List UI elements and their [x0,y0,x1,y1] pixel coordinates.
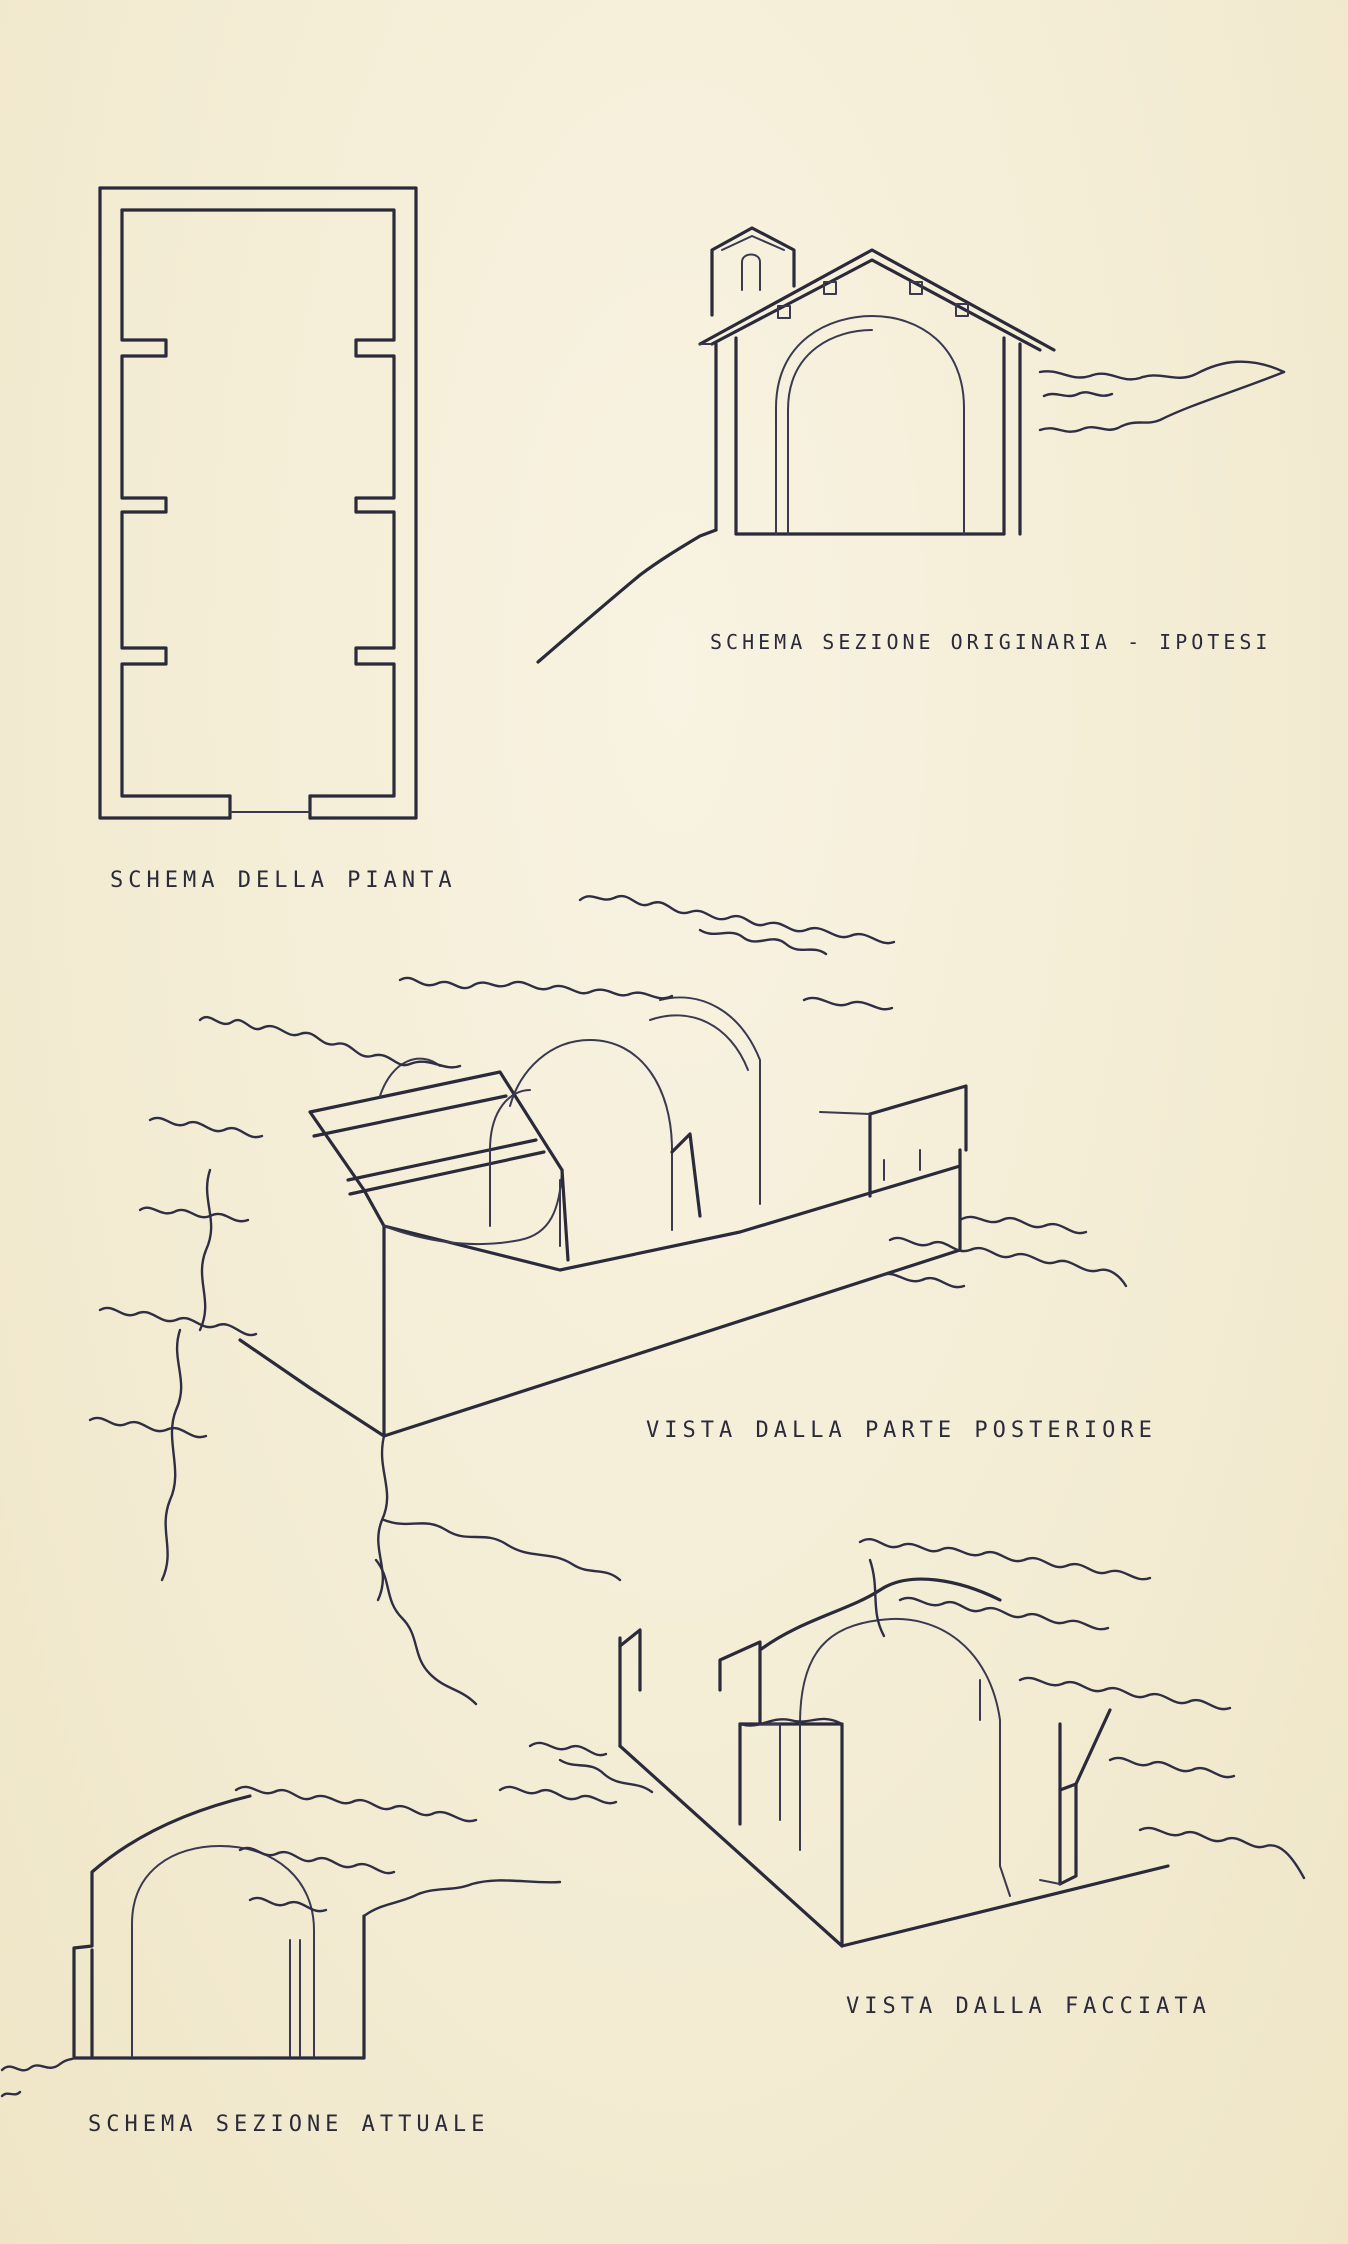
rear-view-caption: VISTA DALLA PARTE POSTERIORE [646,1418,1157,1443]
facade-view-caption: VISTA DALLA FACCIATA [846,1994,1211,2019]
original-section-drawing [536,226,1286,664]
current-section-drawing [0,1785,562,2098]
plan-caption: SCHEMA DELLA PIANTA [110,868,457,893]
plan-drawing [98,186,418,820]
rear-view-drawing [88,895,1128,1706]
original-section-caption: SCHEMA SEZIONE ORIGINARIA - IPOTESI [710,630,1272,654]
facade-view-drawing [498,1538,1306,1948]
current-section-caption: SCHEMA SEZIONE ATTUALE [88,2112,490,2137]
